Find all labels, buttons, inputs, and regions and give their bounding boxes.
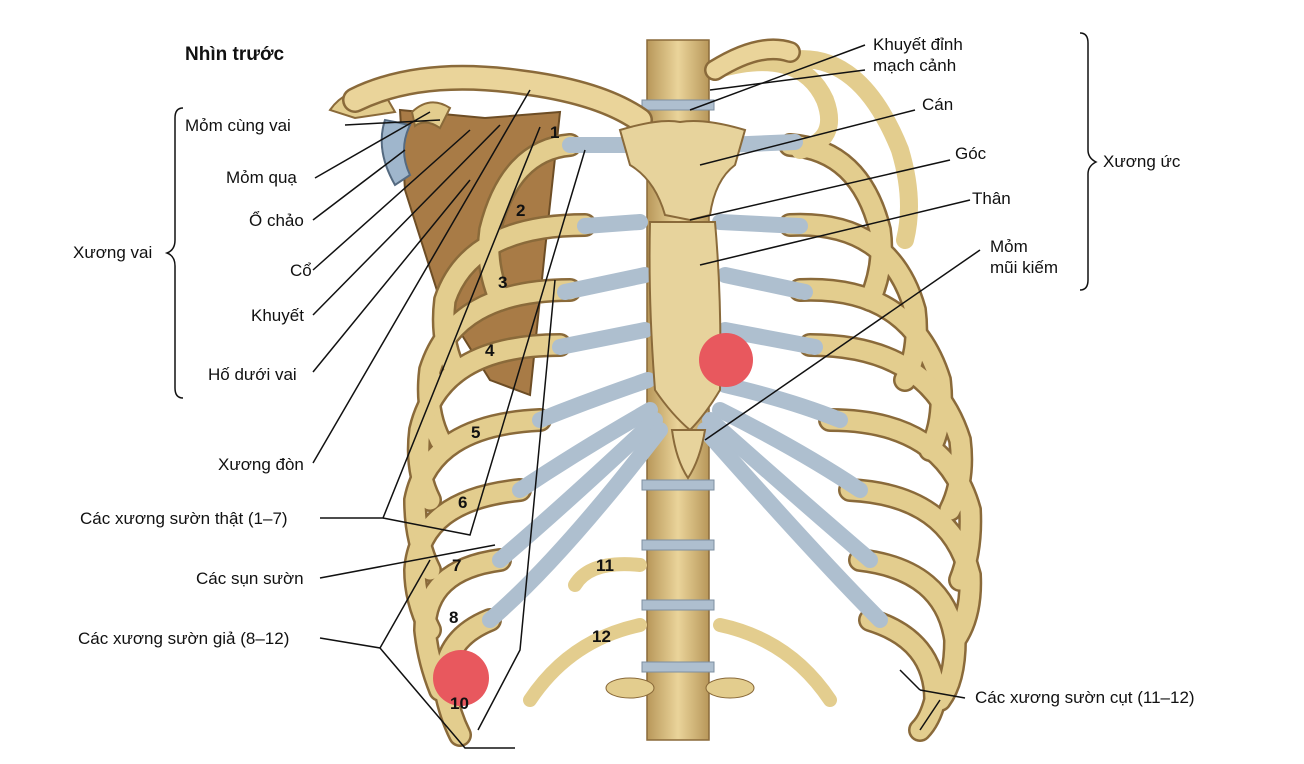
label-glenoid: Ổ chảo: [249, 211, 304, 230]
label-sternum: Xương ức: [1103, 152, 1181, 171]
marker-dot: [699, 333, 753, 387]
label-sternal-angle: Góc: [955, 144, 987, 163]
rib-number: 1: [550, 123, 560, 142]
rib-number: 12: [592, 627, 611, 646]
label-xiphoid-2: mũi kiếm: [990, 258, 1059, 277]
label-notch: Khuyết: [251, 306, 304, 325]
marker-dot: [433, 650, 489, 706]
rib-number: 3: [498, 273, 508, 292]
label-costal-cartilages: Các sụn sườn: [196, 569, 304, 588]
label-manubrium: Cán: [922, 95, 954, 114]
label-true-ribs: Các xương sườn thật (1–7): [80, 509, 288, 528]
rib-number: 4: [485, 341, 495, 360]
label-clavicle: Xương đòn: [218, 455, 304, 474]
label-xiphoid-1: Mỏm: [990, 237, 1028, 256]
label-subscapular-fossa: Hố dưới vai: [208, 365, 297, 384]
label-jugular-notch-2: mạch cảnh: [873, 56, 957, 75]
label-coracoid: Mỏm quạ: [226, 168, 297, 187]
sternum: [618, 120, 747, 480]
view-title: Nhìn trước: [185, 44, 285, 65]
label-neck: Cổ: [290, 261, 312, 280]
label-sternal-body: Thân: [972, 189, 1011, 208]
rib-number: 10: [450, 694, 469, 713]
rib-number: 2: [516, 201, 526, 220]
rib-number: 11: [596, 556, 614, 575]
rib-number: 5: [471, 423, 481, 442]
label-false-ribs: Các xương sườn giả (8–12): [78, 629, 290, 648]
label-acromion: Mỏm cùng vai: [185, 116, 291, 135]
scapula-brace: [164, 107, 184, 399]
label-scapula: Xương vai: [73, 243, 153, 262]
label-jugular-notch-1: Khuyết đỉnh: [873, 35, 963, 54]
sternum-brace: [1079, 32, 1098, 291]
rib-number: 6: [458, 493, 468, 512]
rib-number: 8: [449, 608, 459, 627]
rib-number: 7: [452, 556, 462, 575]
leader-lines: [312, 44, 981, 749]
label-floating-ribs: Các xương sườn cụt (11–12): [975, 688, 1195, 707]
